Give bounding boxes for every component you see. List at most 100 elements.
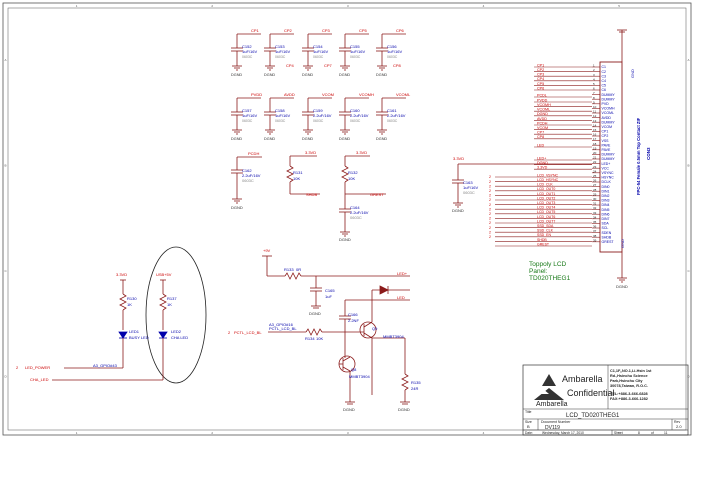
connector-pin-number: 21 <box>593 156 597 160</box>
connector-pin-name: HSYNC <box>602 176 615 180</box>
capacitor-symbol <box>264 33 294 71</box>
bus-sheet-port: 2 <box>489 184 491 188</box>
capacitor-ref: C157 <box>242 108 252 113</box>
r130-ref: R130 <box>127 296 137 301</box>
connector-pin-name: SDA <box>602 222 610 226</box>
connector-pin-name: CP1 <box>602 130 609 134</box>
connector-net-label: CP8 <box>537 135 544 139</box>
connector-pin-name: DCLK <box>602 180 612 184</box>
capacitor-value: 2.2uF/16V <box>350 113 369 118</box>
connector-pin-number: 27 <box>593 183 597 187</box>
sheet-outer-frame <box>2 2 692 436</box>
led-pwr2: USB+5V <box>156 272 172 277</box>
border-letter: D <box>5 374 8 378</box>
fax-line: FAX:+886-3-666-1282 <box>610 397 648 401</box>
capacitor-package: 0603C <box>313 55 324 59</box>
connector-net-label: CP1 <box>537 63 544 67</box>
address-line1: C1,1F,,NO.1,Li-Hsin 1st <box>610 369 652 373</box>
c163-pkg: 0603C <box>463 190 475 195</box>
bus-sheet-port: 2 <box>489 217 491 221</box>
capacitor-package: 0603C <box>275 55 286 59</box>
connector-pin-name: C2 <box>602 70 607 74</box>
c162-net: PCDH <box>248 151 259 156</box>
ground-label: DGND <box>231 137 242 141</box>
bus-sheet-port: 2 <box>489 226 491 230</box>
r134-ref: R134 <box>305 336 315 341</box>
connector-bus-label: GREST <box>537 242 550 246</box>
connector-net-label: CP4 <box>537 77 544 81</box>
connector-pin-name: VCC <box>602 166 610 170</box>
ground-r135: DGND <box>398 407 410 412</box>
border-letter: C <box>688 269 691 273</box>
size-label: Size <box>525 420 532 424</box>
r137-val: 1K <box>167 302 172 307</box>
connector-bus-label: LCD_OUT7 <box>537 219 555 223</box>
connector-net-label: CP3 <box>537 73 544 77</box>
connector-net-label: CP6 <box>537 86 544 90</box>
border-number: 2 <box>211 431 213 435</box>
capacitor-ref: C159 <box>313 108 323 113</box>
capacitor-net-label: VCOM <box>322 92 334 97</box>
pctl-note: PCTL_LCD_BL <box>269 326 297 331</box>
connector-pin-name: DUMMY <box>602 157 616 161</box>
connector-pin-number: 29 <box>593 192 597 196</box>
bus-sheet-port: 2 <box>489 212 491 216</box>
connector-pin-number: 26 <box>593 179 597 183</box>
led1-val: BUSY LED <box>129 335 149 340</box>
connector-net-label: DGND <box>537 161 548 165</box>
capacitor-package: 0603C <box>387 119 398 123</box>
connector-pin-name: C6 <box>602 88 607 92</box>
connector-pin-name: DIN6 <box>602 212 610 216</box>
connector-pin-name: DIN7 <box>602 217 610 221</box>
pctl-pin: 2 <box>228 330 231 335</box>
panel-text-line2: Panel: <box>529 268 548 275</box>
capacitor-net-label: VCOML <box>396 92 411 97</box>
border-number: 1 <box>76 4 78 8</box>
capacitor-value: 1uF/16V <box>350 49 365 54</box>
capacitor-ref: C158 <box>275 108 285 113</box>
border-letter: D <box>688 374 691 378</box>
bus-sheet-port: 2 <box>489 230 491 234</box>
border-number: 1 <box>76 431 78 435</box>
row3-labels: C162 2.2uF/16V 0603C PCDH DGND 3.3VD R13… <box>231 150 384 242</box>
capacitor-value: 1uF/16V <box>242 113 257 118</box>
connector-pin-name: DIN5 <box>602 208 610 212</box>
capacitor-symbol <box>376 97 406 135</box>
connector-gnd-bottom: GND <box>620 239 625 248</box>
c165-ref: C165 <box>325 288 335 293</box>
capacitor-value: 1uF/16V <box>275 49 290 54</box>
connector-net-label: LED <box>537 143 545 147</box>
connector-bus-label: LCD_OUT0 <box>537 187 555 191</box>
panel-text-line3: TD020THEG1 <box>529 275 571 282</box>
cha-led-net: CHA_LED <box>30 377 49 382</box>
connector-pin-name: LED+ <box>602 162 611 166</box>
connector-pin-number: 11 <box>593 110 596 114</box>
connector-pin-number: 23 <box>593 165 597 169</box>
capacitor-symbol <box>231 97 261 135</box>
c163-group: 3.3VD C163 1uF/16V 0603C DGND <box>452 156 592 213</box>
connector-pin-number: 25 <box>593 174 597 178</box>
c162-ref: C162 <box>242 168 252 173</box>
docnum-label: Document Number <box>541 420 571 424</box>
connector-net-label: CP7 <box>537 131 544 135</box>
size-value: B <box>527 424 530 429</box>
connector-pin-name: PAVE <box>602 148 611 152</box>
capacitor-ref: C154 <box>313 44 323 49</box>
led-net: LED <box>397 295 405 300</box>
connector-bus-label: SSD_EN <box>537 233 551 237</box>
connector-bus-label: SSD_SDA <box>537 224 554 228</box>
connector-pin-name: VCOMH <box>602 107 616 111</box>
r133-val: 0R <box>296 267 301 272</box>
ground-c165: DGND <box>309 311 321 316</box>
title-block: Ambarella Ambarella Confidential C1,1F,,… <box>522 364 689 436</box>
connector-pin-number: 34 <box>593 215 597 219</box>
border-letter: A <box>5 58 7 62</box>
r132-net: GREST <box>370 192 384 197</box>
r132-pwr: 3.3VD <box>356 150 367 155</box>
led-pwr1: 3.3VD <box>116 272 127 277</box>
connector-pin-name: DIN0 <box>602 185 610 189</box>
row2-capacitors: PVDDC1571uF/16V0603CDGNDAVDDC1581uF/16V0… <box>231 92 411 141</box>
connector-pin-number: 5 <box>593 82 595 86</box>
